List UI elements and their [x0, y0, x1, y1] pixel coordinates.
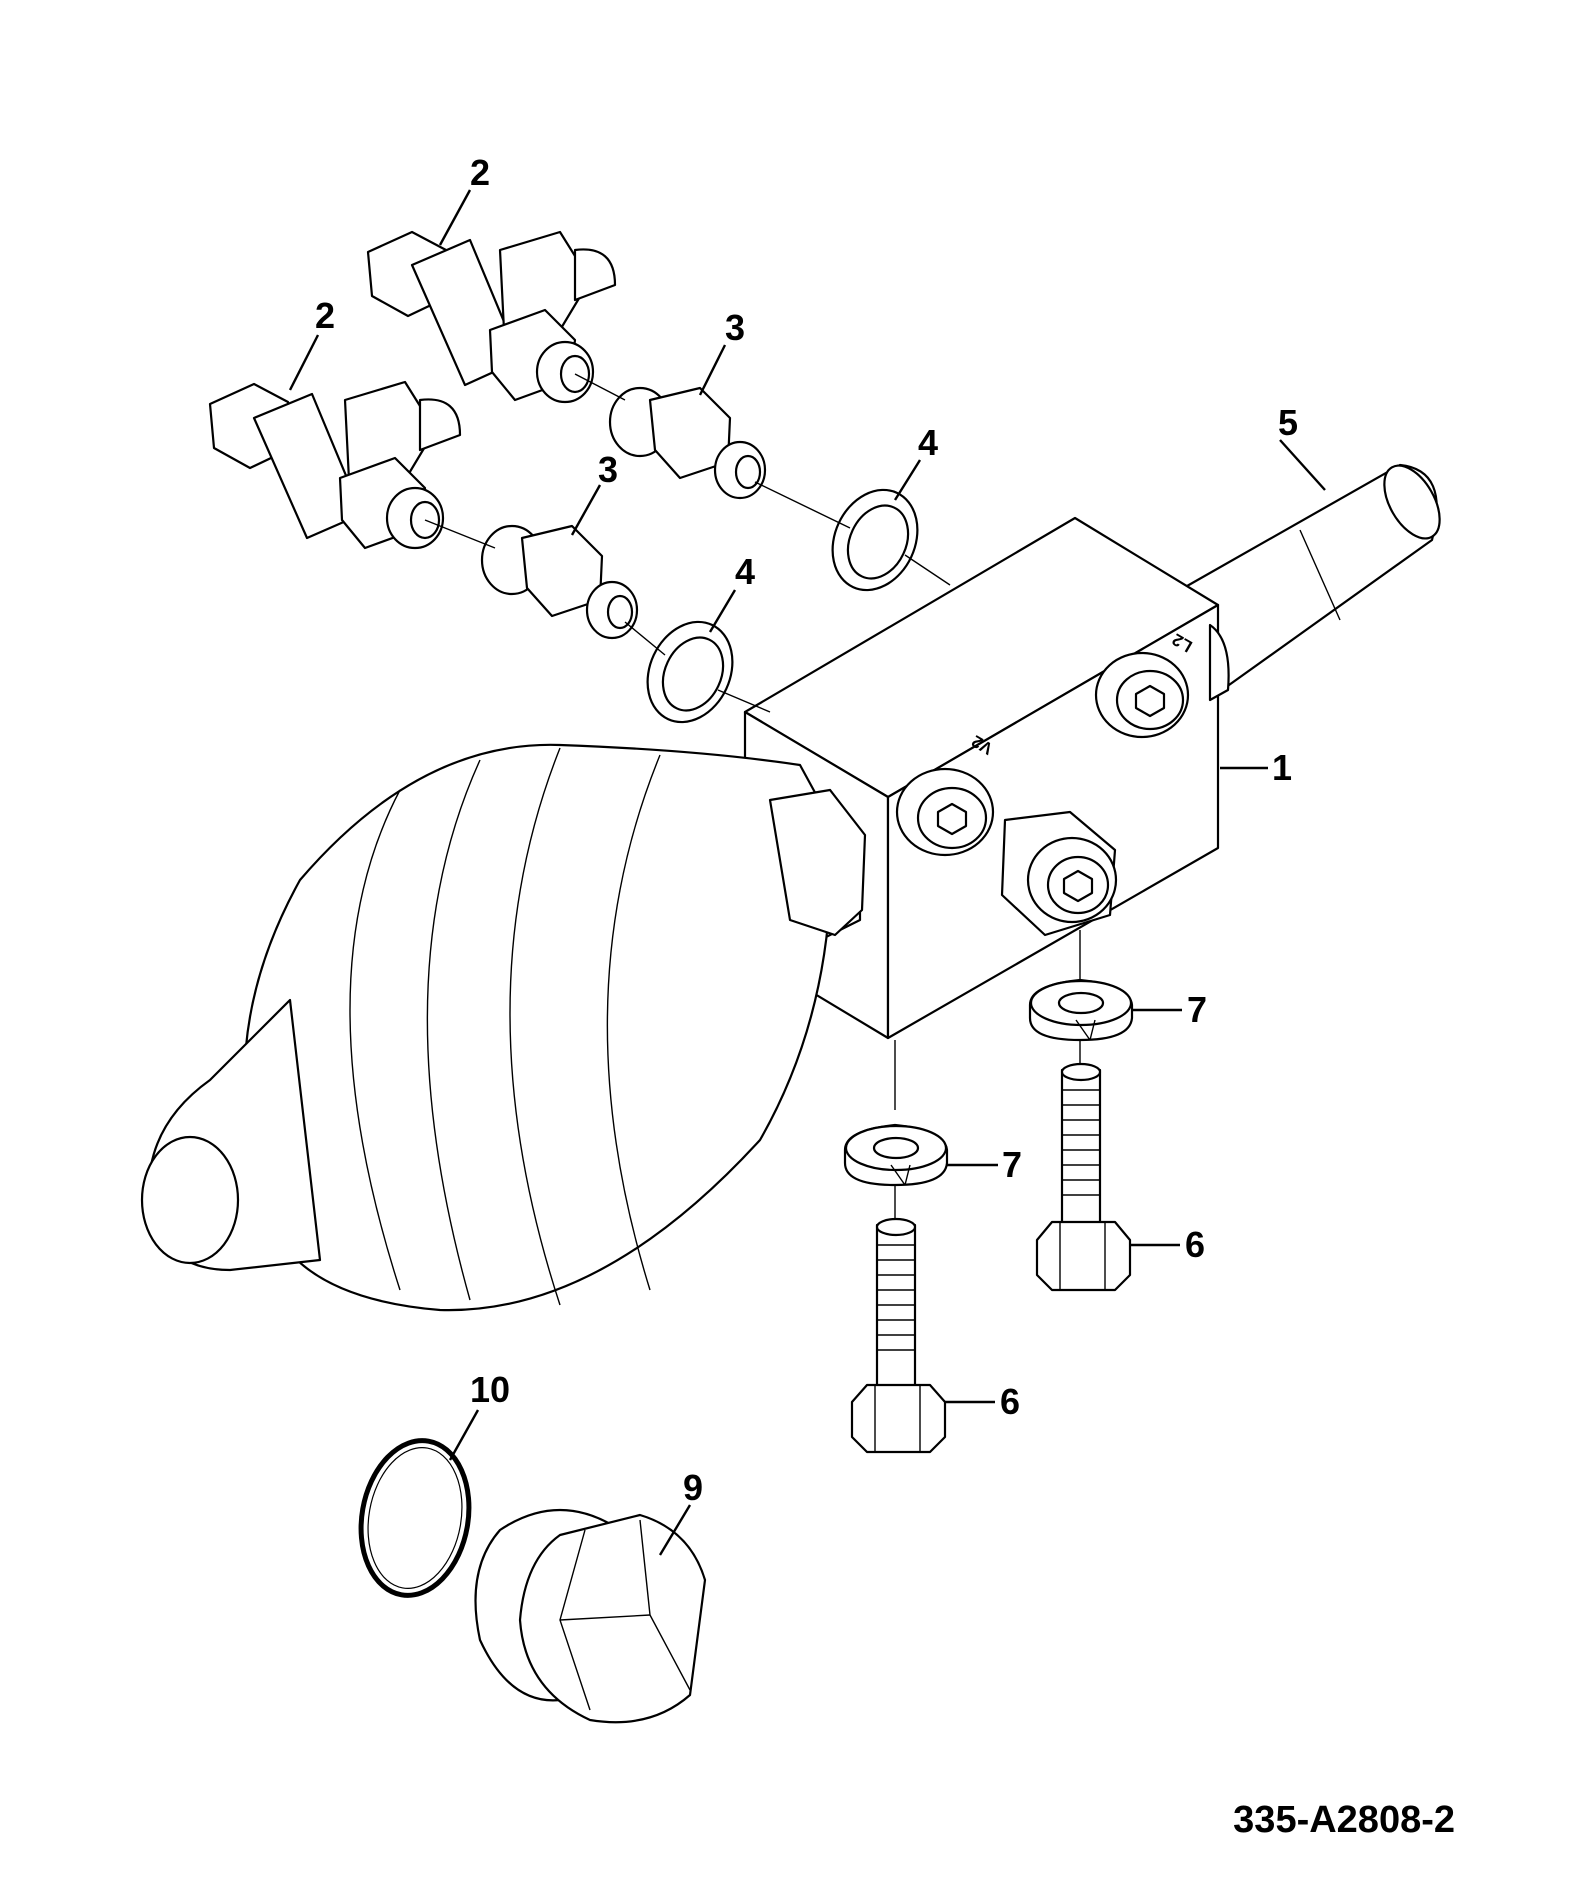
- port-v2-plug: [895, 767, 995, 857]
- part-5-tube: [1178, 463, 1441, 692]
- callout-2-lower: 2: [315, 295, 335, 336]
- callout-7-upper: 7: [1187, 989, 1207, 1030]
- callout-2-upper: 2: [470, 152, 490, 193]
- callout-4-upper: 4: [918, 422, 938, 463]
- drawing-number: 335-A2808-2: [1233, 1799, 1455, 1841]
- part-4-washer-upper: [831, 488, 919, 592]
- part-2-fitting-lower: [208, 380, 462, 550]
- motor-body: [140, 743, 867, 1312]
- part-7-lock-washer-lower: [843, 1123, 949, 1187]
- callout-6-lower: 6: [1000, 1381, 1020, 1422]
- part-10-o-ring: [358, 1438, 472, 1598]
- callouts: 2 2 3 3 4 4 5 1 7 7 6 6 10 9: [315, 152, 1298, 1508]
- callout-6-upper: 6: [1185, 1224, 1205, 1265]
- part-9-plug: [474, 1508, 707, 1724]
- callout-9: 9: [683, 1467, 703, 1508]
- part-3-adapter-lower: [480, 524, 639, 640]
- callout-3-upper: 3: [725, 307, 745, 348]
- callout-7-lower: 7: [1002, 1144, 1022, 1185]
- leader-lines: [288, 189, 1326, 1556]
- callout-3-lower: 3: [598, 449, 618, 490]
- part-6-bolt-upper: [1035, 1062, 1132, 1292]
- part-4-washer-lower: [646, 620, 734, 724]
- part-3-adapter-upper: [608, 386, 767, 500]
- callout-4-lower: 4: [735, 551, 755, 592]
- callout-1: 1: [1272, 747, 1292, 788]
- callout-5: 5: [1278, 402, 1298, 443]
- hex-plug: [1000, 810, 1118, 937]
- part-2-fitting-upper: [366, 230, 617, 404]
- port-l2-plug: [1094, 651, 1190, 739]
- part-7-lock-washer-upper: [1028, 978, 1134, 1042]
- callout-10: 10: [470, 1369, 510, 1410]
- assembly-lines: [424, 373, 1081, 1225]
- part-6-bolt-lower: [850, 1217, 947, 1454]
